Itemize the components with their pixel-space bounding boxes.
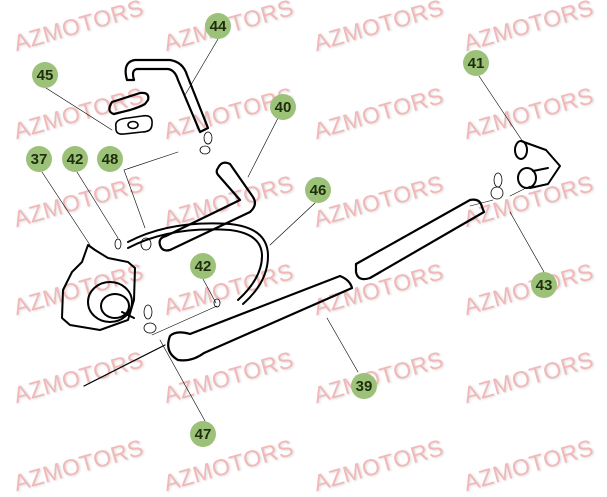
part-44-bent-pipe [108,58,210,134]
part-37-pump-housing [61,244,136,331]
part-43-clamp [490,172,504,200]
callout-37[interactable]: 37 [26,146,52,172]
leader-lines [41,38,545,422]
part-45-gasket [114,114,153,135]
parts-drawing [41,38,561,422]
callout-46[interactable]: 46 [305,177,331,203]
callout-42-top[interactable]: 42 [62,146,88,172]
callout-45[interactable]: 45 [32,62,58,88]
clamp-48-top [199,131,213,155]
part-40-bent-hose [158,161,257,252]
callout-40[interactable]: 40 [270,94,296,120]
callout-42-bottom[interactable]: 42 [190,253,216,279]
callout-47[interactable]: 47 [190,421,216,447]
callout-48[interactable]: 48 [97,146,123,172]
part-46-thin-hose [127,222,269,305]
callout-39[interactable]: 39 [351,373,377,399]
clamps-near-pump [114,237,221,334]
part-39-long-hose [167,198,486,362]
callout-43[interactable]: 43 [531,272,557,298]
part-41-connector [514,140,561,189]
callout-41[interactable]: 41 [463,50,489,76]
callout-44[interactable]: 44 [205,13,231,39]
